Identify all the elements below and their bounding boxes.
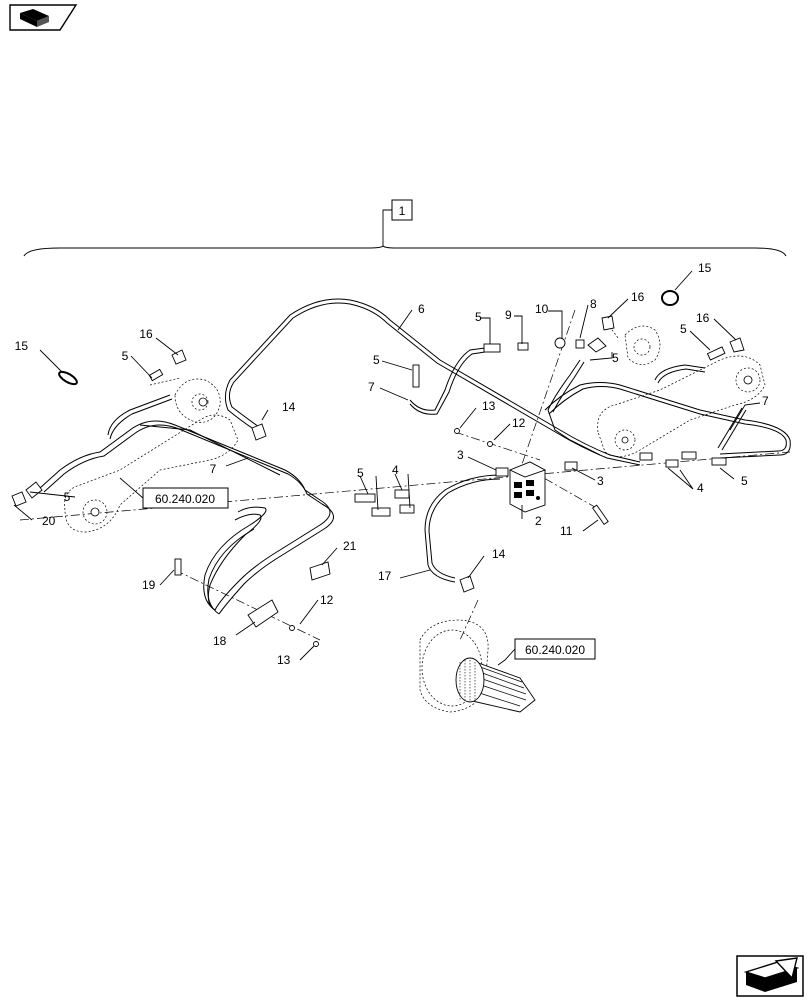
ref-box-bottom-text: 60.240.020 [525,643,585,657]
callout-20: 20 [42,514,56,528]
callout-19: 19 [142,578,156,592]
callout-4-left: 4 [392,463,399,477]
callout-7-mid: 7 [368,380,375,394]
previous-page-arrow-icon[interactable] [9,4,78,31]
upper-long-hose [224,298,641,466]
middle-hoses [409,347,601,456]
callout-4-right: 4 [697,481,704,495]
callout-labels: 15 16 5 7 5 20 14 6 5 7 5 9 10 8 16 15 5… [15,261,769,667]
callout-18: 18 [213,634,227,648]
callout-5-upper: 5 [475,310,482,324]
callout-16-right: 16 [696,311,710,325]
ref-box-left-text: 60.240.020 [155,492,215,506]
callout-8: 8 [590,297,597,311]
callout-12-upper: 12 [512,416,526,430]
callout-9: 9 [505,308,512,322]
callout-leaders [13,270,761,661]
callout-13-lower: 13 [277,653,291,667]
callout-14-top: 14 [282,400,296,414]
callout-5-left-bottom: 5 [64,490,71,504]
callout-7-left: 7 [210,462,217,476]
assembly-bracket [23,245,787,257]
fittings [11,290,745,647]
center-line-axes [19,309,791,641]
callout-13-upper: 13 [482,399,496,413]
callout-2: 2 [535,514,542,528]
callout-7-right: 7 [762,394,769,408]
callout-11: 11 [560,524,573,538]
callout-5-mid-left: 5 [373,353,380,367]
callout-16-mid: 16 [631,290,645,304]
next-page-arrow-icon[interactable] [736,955,804,997]
callout-12-lower: 12 [320,593,334,607]
callout-10: 10 [535,302,549,316]
left-lift-arm-outline [64,377,239,533]
pto-housing [419,619,536,713]
callout-16-left: 16 [139,327,153,341]
callout-3-right: 3 [597,474,604,488]
callout-5-center: 5 [357,466,364,480]
left-pipe-assembly [39,394,334,615]
ref-box-left[interactable]: 60.240.020 [119,477,229,509]
callout-14-lower: 14 [492,547,506,561]
control-valve [508,461,547,513]
lower-hose [424,474,501,583]
right-lift-arm-outline [597,319,766,457]
callout-3-left: 3 [457,448,464,462]
callout-17: 17 [378,569,392,583]
callout-5-right-bottom: 5 [741,474,748,488]
assembly-leader [382,209,392,246]
callout-6: 6 [418,302,425,316]
ref-box-bottom[interactable]: 60.240.020 [497,638,596,666]
main-assembly-number: 1 [399,204,406,218]
callout-15-right: 15 [698,261,712,275]
callout-21: 21 [343,539,357,553]
callout-5-right-top: 5 [680,322,687,336]
callout-5-mid-right: 5 [612,351,619,365]
callout-15-left: 15 [15,339,29,353]
callout-5-left-top: 5 [122,349,129,363]
right-pipe-assembly [544,364,791,459]
